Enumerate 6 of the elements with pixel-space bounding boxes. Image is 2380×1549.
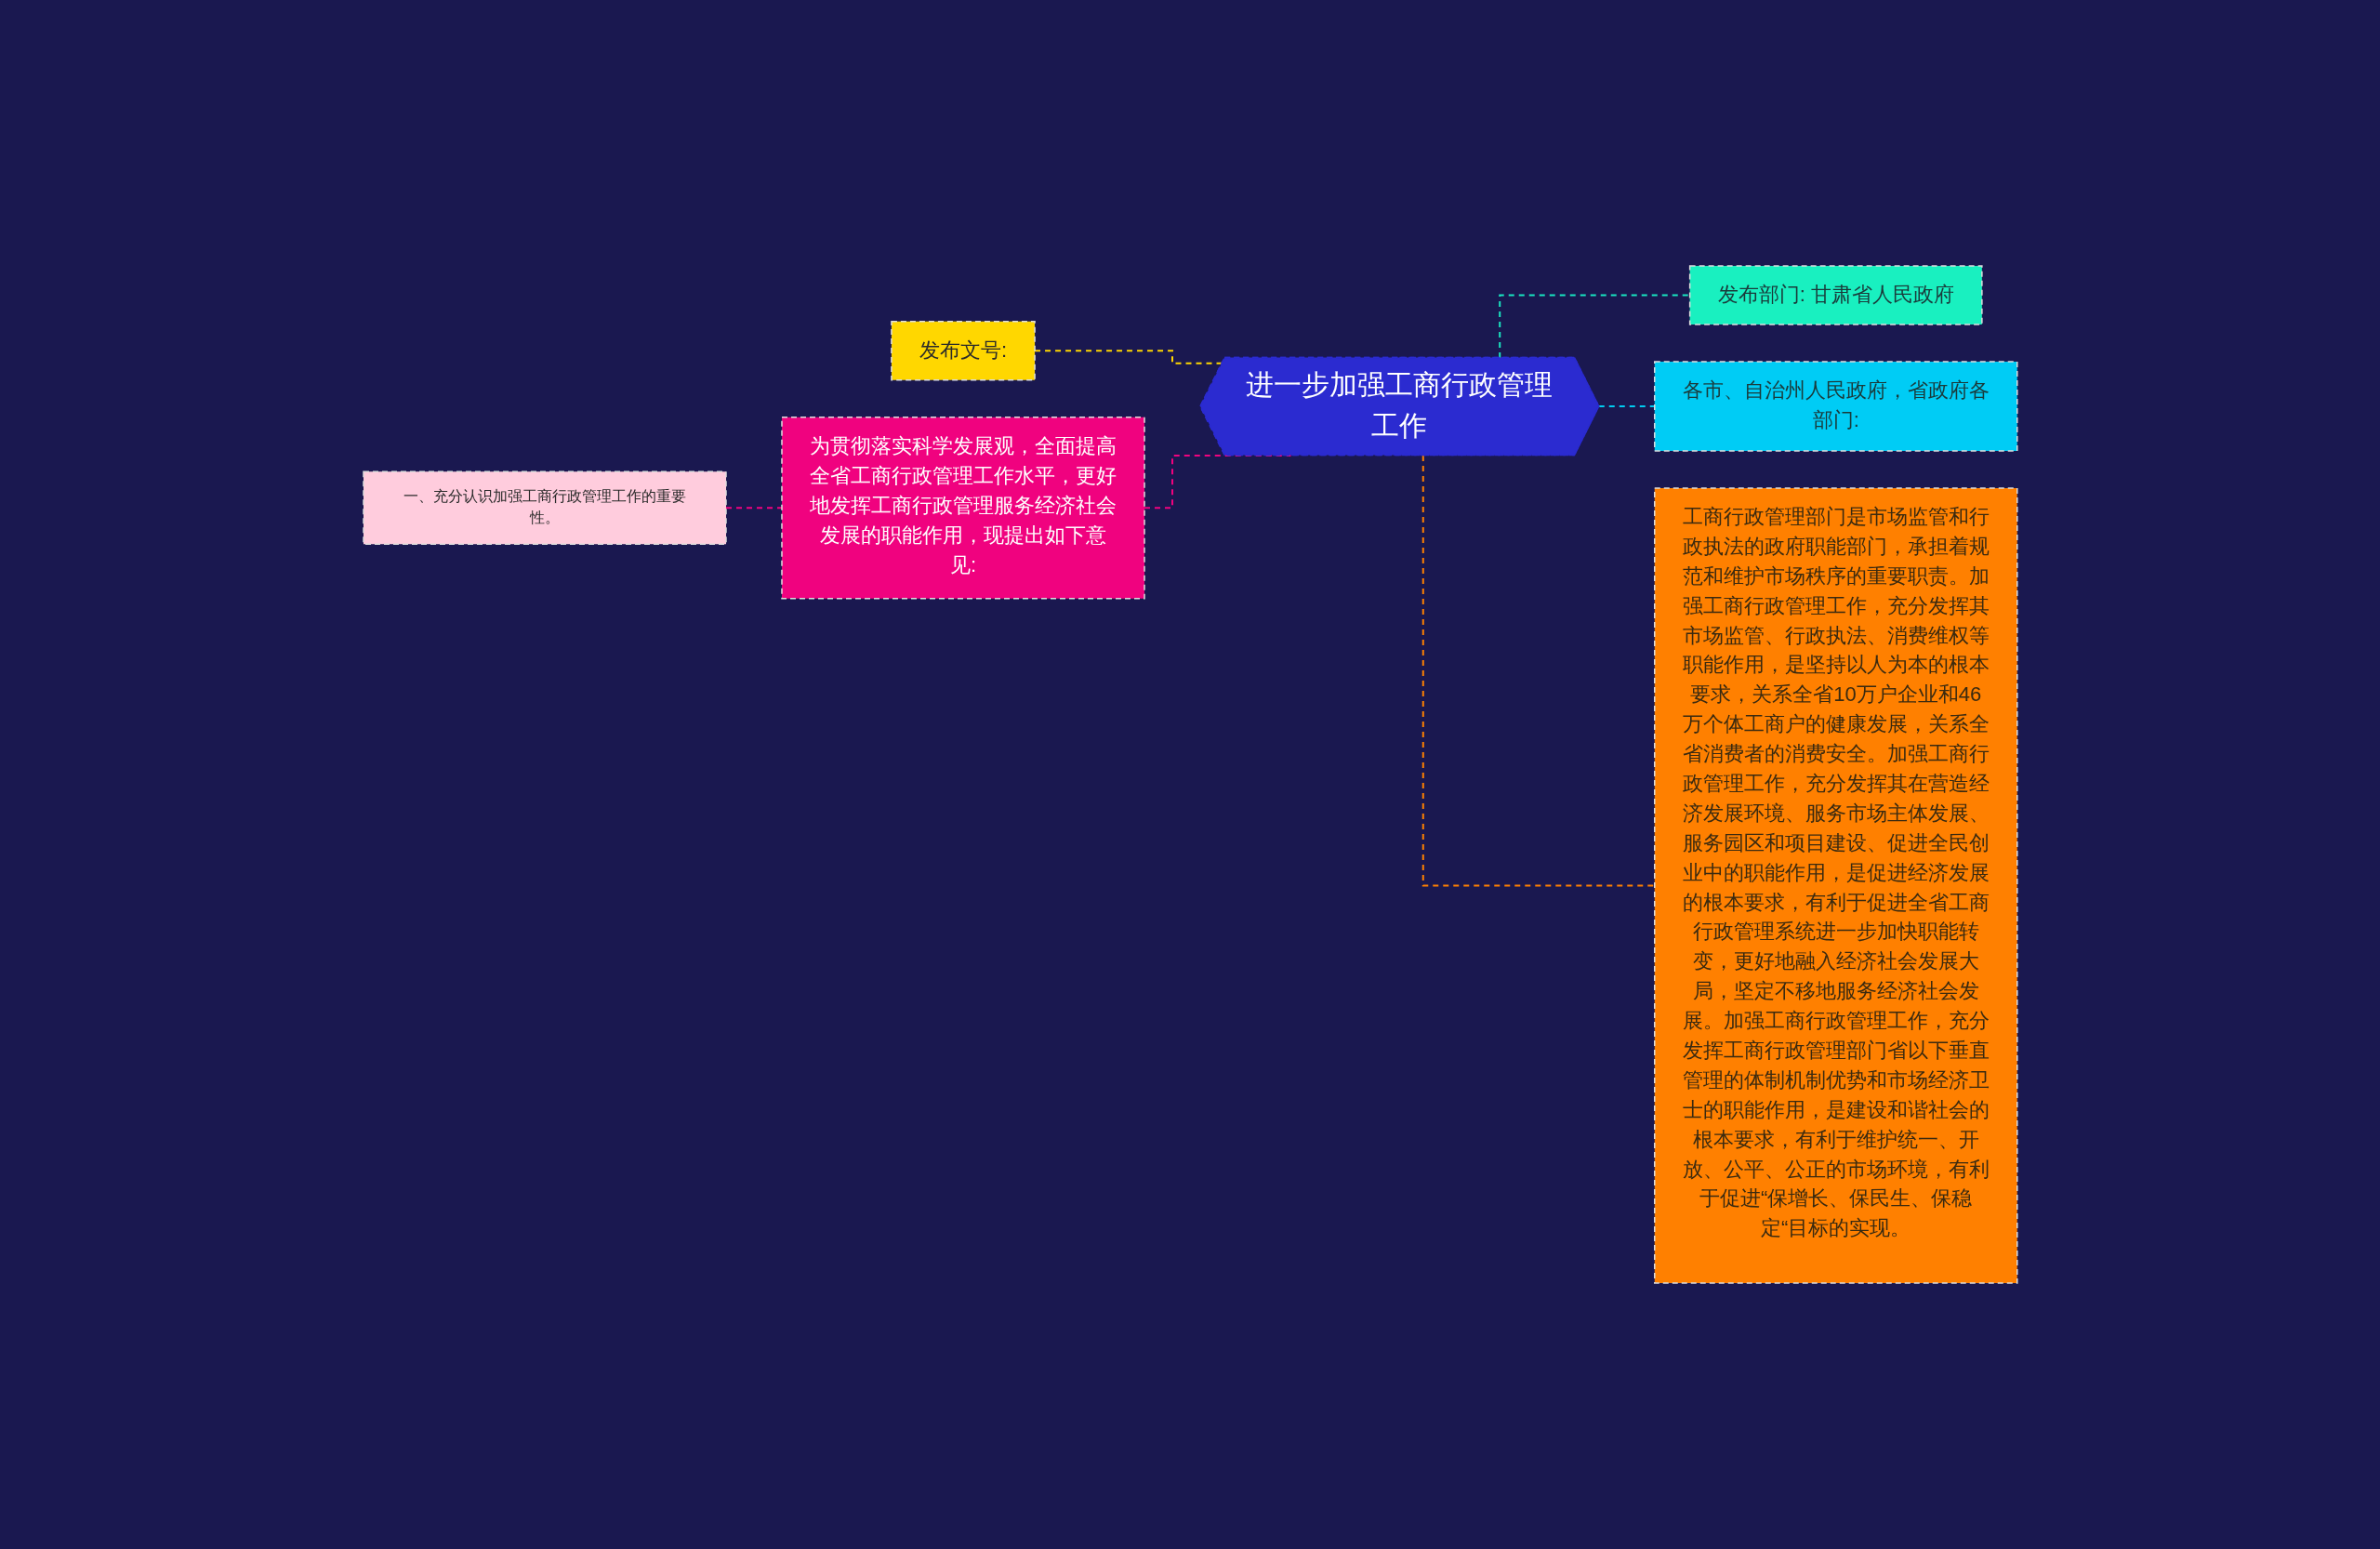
node-box: 各市、自治州人民政府，省政府各部门: xyxy=(1653,361,2018,452)
node-box: 一、充分认识加强工商行政管理工作的重要性。 xyxy=(362,470,727,545)
node-box: 发布部门: 甘肃省人民政府 xyxy=(1688,265,1983,325)
node-box: 发布文号: xyxy=(890,321,1036,381)
node-box: 工商行政管理部门是市场监管和行政执法的政府职能部门，承担着规范和维护市场秩序的重要职责。加强工商行政管理工作，充分发挥其市场监管、行政执法、消费维权等职能作用，是坚持以人为本的根本要求，关系全省10万户企业和46万个体工商户的健康发展，关系全省消费者的消费安全。加强工商行政管理工作，充分发挥其在营造经济发展环境、服务市场主体发展、服务园区和项目建设、促进全民创业中的职能作用，是促进经济发展的根本要求，有利于促进全省工商行政管理系统进一步加快职能转变，更好地融入经济社会发展大局，坚定不移地服务经济社会发展。加强工商行政管理工作，充分发挥工商行政管理部门省以下垂直管理的体制机制优势和市场经济卫士的职能作用，是建设和谐社会的根本要求，有利于维护统一、开放、公平、公正的市场环境，有利于促进“保增长、保民生、保稳定“目标的实现。 xyxy=(1653,487,2018,1284)
node-box: 为贯彻落实科学发展观，全面提高全省工商行政管理工作水平，更好地发挥工商行政管理服务经济社会发展的职能作用，现提出如下意见: xyxy=(780,417,1145,600)
